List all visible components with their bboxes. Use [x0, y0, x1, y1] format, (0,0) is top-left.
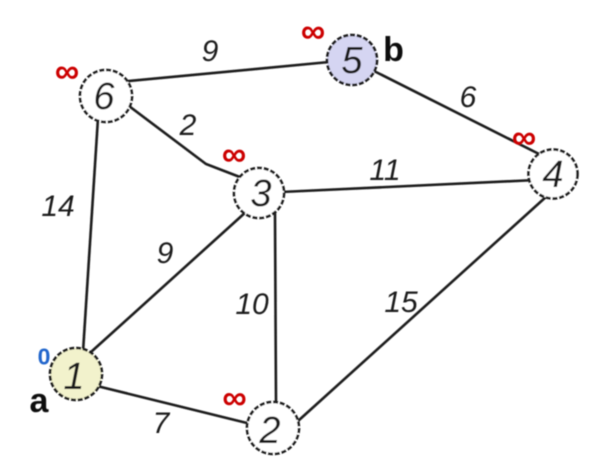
svg-text:∞: ∞	[222, 136, 246, 174]
svg-text:9: 9	[157, 237, 174, 270]
svg-text:∞: ∞	[55, 53, 79, 91]
svg-text:11: 11	[369, 154, 400, 187]
svg-text:7: 7	[153, 407, 171, 440]
svg-text:15: 15	[384, 286, 418, 319]
svg-text:∞: ∞	[222, 379, 246, 417]
svg-text:∞: ∞	[512, 119, 536, 157]
svg-text:∞: ∞	[301, 13, 325, 51]
svg-text:6: 6	[460, 81, 477, 114]
svg-text:14: 14	[41, 190, 74, 223]
svg-text:0: 0	[38, 344, 51, 370]
svg-text:2: 2	[258, 410, 280, 452]
svg-text:b: b	[383, 31, 404, 69]
svg-text:1: 1	[63, 356, 84, 398]
svg-text:3: 3	[250, 173, 271, 215]
svg-text:4: 4	[542, 154, 563, 196]
svg-text:10: 10	[235, 288, 269, 321]
svg-text:2: 2	[179, 109, 197, 142]
svg-text:a: a	[30, 382, 50, 420]
svg-text:6: 6	[93, 76, 115, 118]
svg-text:9: 9	[202, 35, 219, 68]
svg-text:5: 5	[341, 40, 363, 82]
